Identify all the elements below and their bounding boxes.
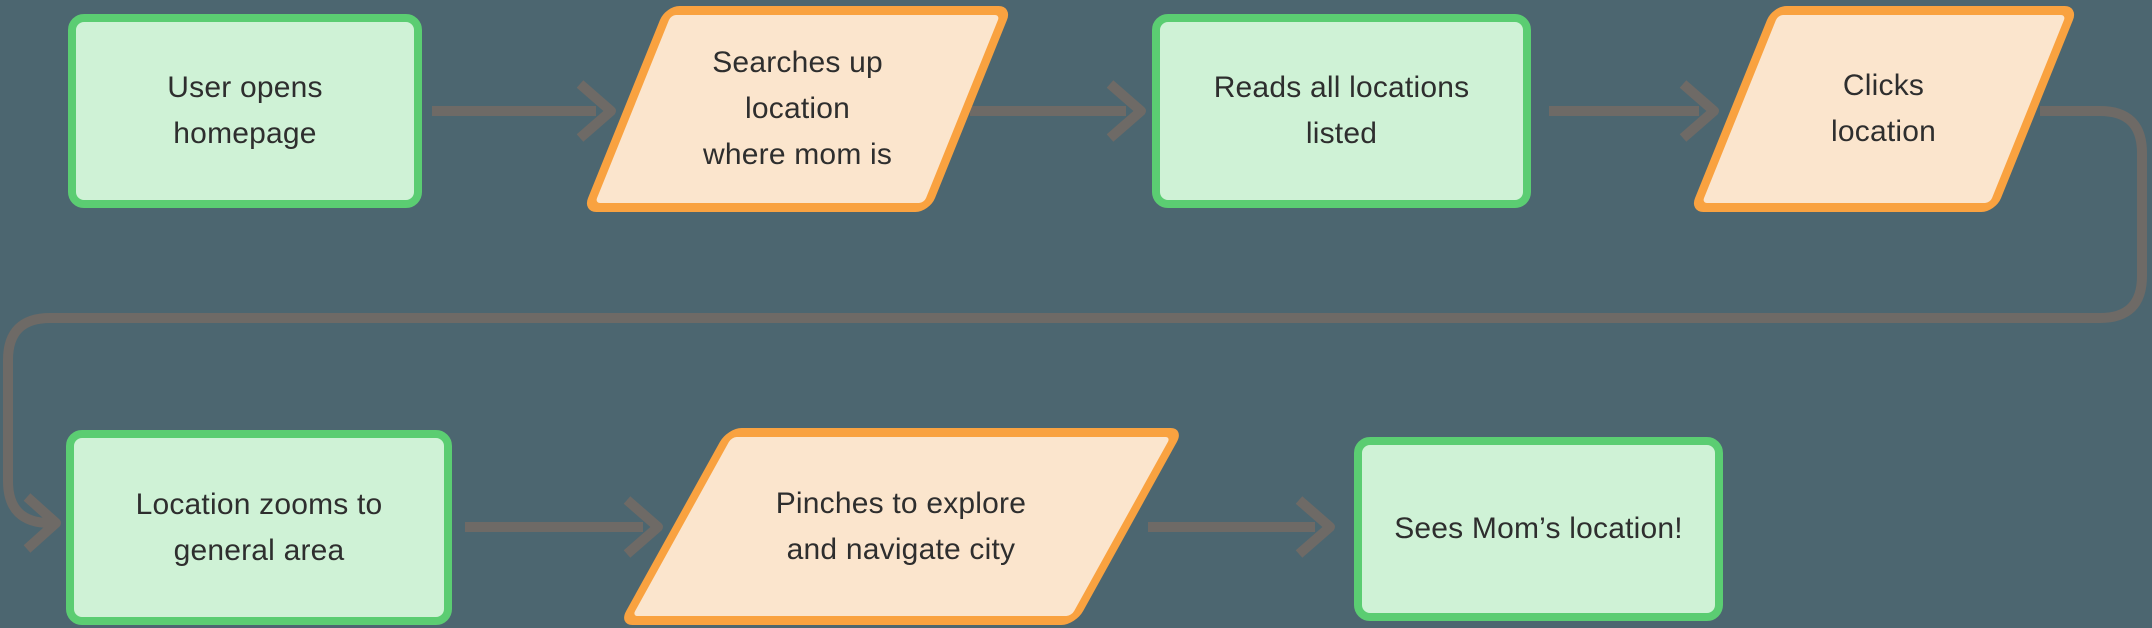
node-label: Searches up location where mom is [702, 46, 893, 171]
edge-n5-n6-arrowhead-icon [623, 496, 663, 558]
node-label: Location zooms to general area [135, 487, 383, 567]
edge-n4-n5-line [3, 106, 2147, 528]
edge-n6-n7-arrowhead-icon [1295, 496, 1335, 558]
node-label: Reads all locations listed [1213, 71, 1470, 150]
node-label: Clicks location [1831, 69, 1937, 148]
edge-n1-n2-arrowhead-icon [576, 80, 616, 142]
node-location-zooms: Location zooms to general area [66, 430, 452, 625]
node-label: Pinches to explore and navigate city [776, 486, 1027, 566]
edge-n4-n5-arrowhead-icon [23, 493, 61, 553]
node-label: Sees Mom’s location! [1394, 512, 1683, 545]
node-user-opens-homepage: User opens homepage [68, 14, 422, 208]
edge-n2-n3-arrowhead-icon [1106, 80, 1146, 142]
node-sees-moms-location: Sees Mom’s location! [1354, 437, 1723, 621]
node-label: User opens homepage [167, 71, 323, 150]
node-reads-all-locations: Reads all locations listed [1152, 14, 1531, 208]
edge-n3-n4-arrowhead-icon [1679, 80, 1719, 142]
